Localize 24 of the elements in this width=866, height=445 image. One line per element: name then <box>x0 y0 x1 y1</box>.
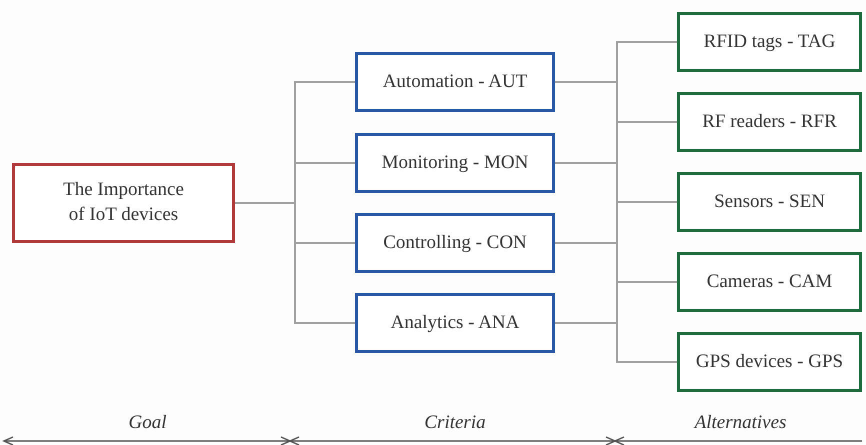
node-label: Analytics - ANA <box>390 310 520 335</box>
level-label: Goal <box>128 412 168 434</box>
alternative-box <box>677 252 862 312</box>
node-label: RFID tags - TAG <box>704 30 836 54</box>
alternative-box <box>677 172 862 232</box>
node-label: Controlling - CON <box>383 230 527 255</box>
criterion-box <box>355 293 555 353</box>
node-label: RF readers - RFR <box>702 110 837 134</box>
alternative-box <box>677 12 862 72</box>
node-label: GPS devices - GPS <box>696 350 844 374</box>
criterion-box <box>355 133 555 193</box>
criterion-box <box>355 52 555 112</box>
alternative-box <box>677 92 862 152</box>
node-label: Monitoring - MON <box>382 150 528 175</box>
node-label: Automation - AUT <box>382 70 528 94</box>
criterion-box <box>355 213 555 273</box>
alternative-box <box>677 332 862 392</box>
node-label: The Importance of IoT devices <box>62 178 185 227</box>
node-label: Sensors - SEN <box>714 190 825 214</box>
level-label: Criteria <box>423 412 487 434</box>
node-label: Cameras - CAM <box>706 270 832 294</box>
connector-line <box>235 202 355 324</box>
goal-box <box>12 163 235 243</box>
level-label: Alternatives <box>692 412 788 434</box>
